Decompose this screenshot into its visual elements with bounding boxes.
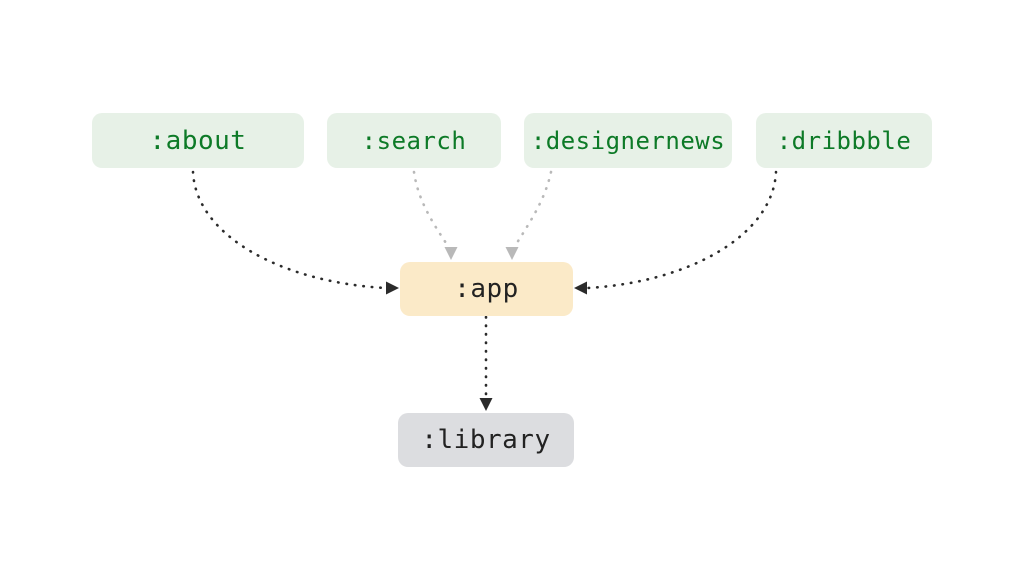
node-app[interactable]: :app <box>400 262 573 316</box>
arrowhead-app-to-library <box>479 398 493 411</box>
node-search[interactable]: :search <box>327 113 501 168</box>
edge-app-to-library <box>479 315 493 411</box>
arrowhead-about-to-app <box>386 281 399 295</box>
arrowhead-search-to-app <box>444 247 458 260</box>
node-label-about: :about <box>149 125 247 156</box>
node-label-dribbble: :dribbble <box>776 126 912 155</box>
node-about[interactable]: :about <box>92 113 304 168</box>
node-label-app: :app <box>454 274 519 304</box>
node-label-search: :search <box>361 126 467 155</box>
node-label-designernews: :designernews <box>530 126 726 155</box>
edge-about-to-app <box>191 170 399 295</box>
node-label-library: :library <box>421 425 551 455</box>
node-dribbble[interactable]: :dribbble <box>756 113 932 168</box>
node-designernews[interactable]: :designernews <box>524 113 732 168</box>
arrowhead-designernews-to-app <box>505 247 519 260</box>
node-library[interactable]: :library <box>398 413 574 467</box>
edge-dribbble-to-app <box>574 170 778 295</box>
arrowhead-dribbble-to-app <box>574 281 587 295</box>
edge-search-to-app <box>412 170 458 260</box>
edge-designernews-to-app <box>505 170 553 260</box>
